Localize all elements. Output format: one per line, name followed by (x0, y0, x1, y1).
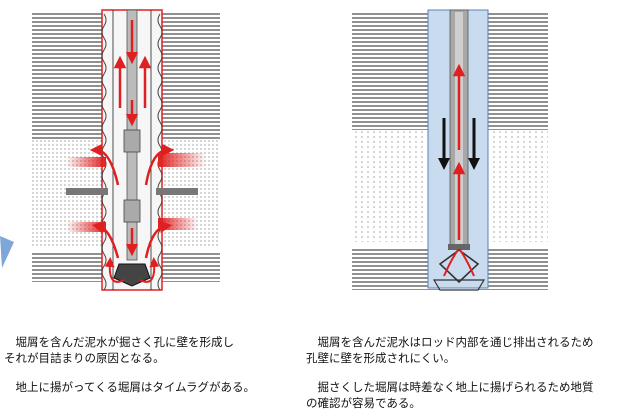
left-curve-arrow-1 (89, 143, 120, 186)
right-caption-line-1: 堀屑を含んだ泥水はロッド内部を通じ排出されるため (306, 335, 594, 349)
right-bit-base (432, 279, 486, 291)
left-penetration-2 (158, 153, 206, 167)
left-caption-line-2: それが目詰まりの原因となる。 (4, 351, 165, 365)
left-penetration-3 (66, 222, 106, 232)
right-rod-collar (448, 244, 470, 250)
right-down-arrowhead-right (468, 158, 480, 170)
right-bit-curve-left (443, 249, 459, 277)
right-down-arrowhead-left (438, 158, 450, 170)
left-curve-arrow-4 (144, 220, 173, 259)
right-caption-line-2: 孔壁に壁を形成されにくい。 (306, 351, 456, 365)
left-curve-arrow-2 (144, 143, 175, 186)
left-caption-line-1: 堀屑を含んだ泥水が掘さく孔に壁を形成し (4, 335, 234, 349)
right-diagram (352, 9, 548, 291)
right-caption: 堀屑を含んだ泥水はロッド内部を通じ排出されるため 孔壁に壁を形成されにくい。 掘… (306, 334, 594, 411)
left-bottom-return-right (139, 257, 160, 283)
right-caption-line-4: の確認が容易である。 (306, 396, 421, 410)
left-curve-arrow-3 (91, 220, 120, 259)
left-clog-band-2 (156, 188, 198, 195)
left-caption-line-3: 地上に揚がってくる堀屑はタイムラグがある。 (4, 380, 256, 394)
left-penetration-4 (158, 218, 198, 230)
left-caption: 堀屑を含んだ泥水が掘さく孔に壁を形成し それが目詰まりの原因となる。 地上に揚が… (4, 334, 255, 395)
right-caption-line-3: 掘さくした堀屑は時差なく地上に揚げられるため地質 (306, 380, 594, 394)
right-bit-curve-right (459, 249, 475, 277)
left-clog-band-1 (66, 188, 108, 195)
left-penetration-1 (66, 157, 106, 167)
blue-arrow-shape (0, 236, 14, 268)
left-diagram (32, 9, 220, 291)
left-bottom-return-left (104, 257, 125, 283)
right-drill-bit (438, 249, 480, 284)
left-rod-joint-1 (123, 129, 141, 153)
left-rod-joint-2 (123, 199, 141, 223)
